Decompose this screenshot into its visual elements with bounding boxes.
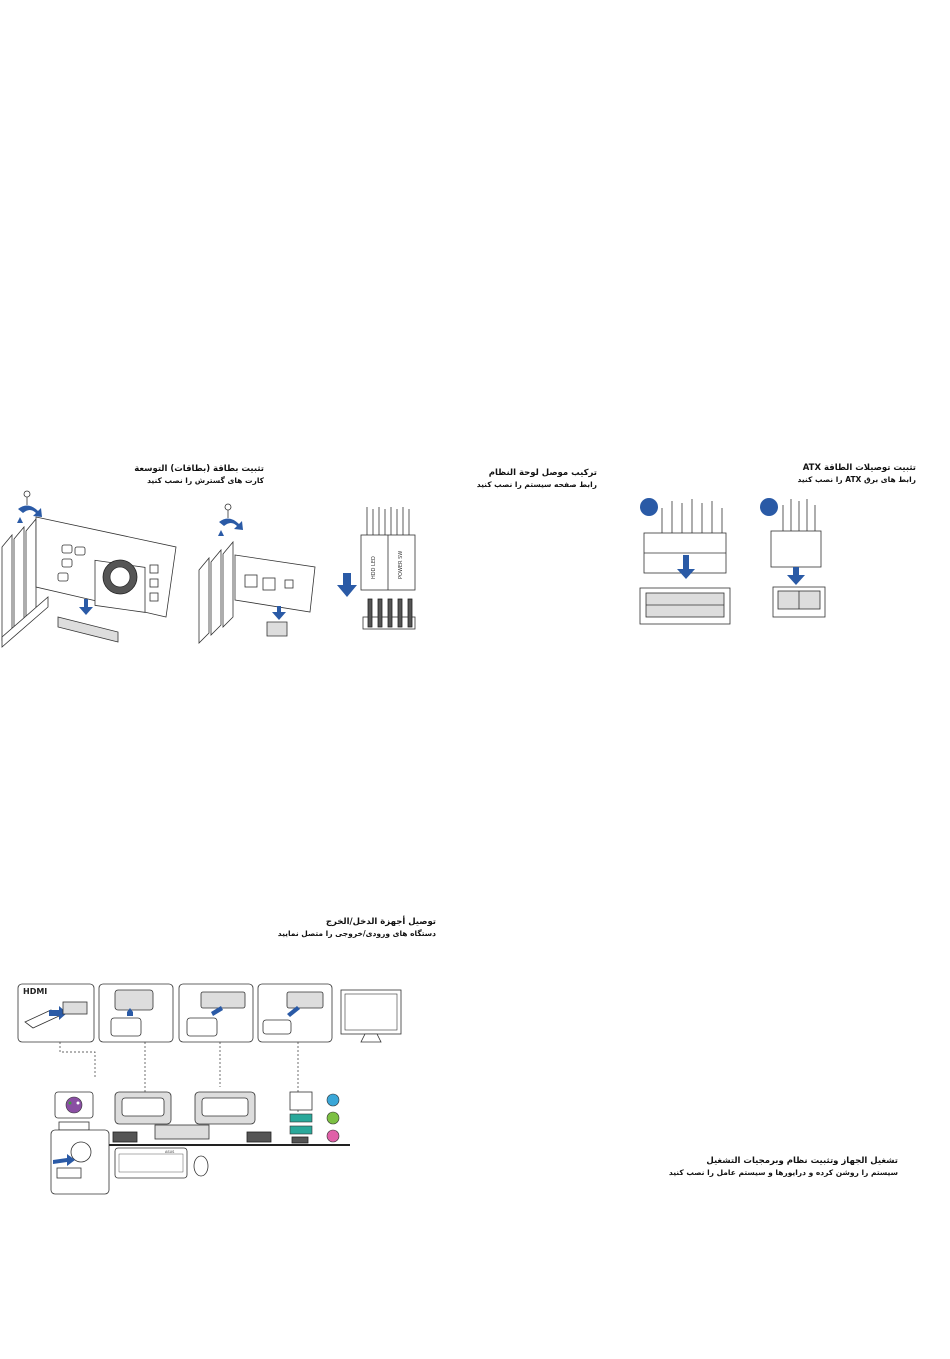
rotate-arrow-icon bbox=[219, 518, 243, 530]
atx-8pin-socket bbox=[772, 586, 826, 618]
chassis-slots bbox=[198, 540, 234, 644]
pin-header bbox=[362, 598, 416, 630]
right-arrow-icon bbox=[53, 1154, 75, 1166]
expansion-card-subtitle: کارت های گسترش را نصب کنید bbox=[147, 476, 264, 485]
rotate-arrow-icon bbox=[18, 505, 42, 517]
monitor-icon bbox=[340, 989, 402, 1043]
insert-arrow-icon bbox=[272, 606, 286, 620]
step-1-badge bbox=[640, 498, 658, 516]
rear-io-panel bbox=[51, 1091, 350, 1146]
usb-port bbox=[58, 1121, 90, 1131]
atx-24pin-illustration bbox=[639, 498, 731, 625]
expansion-card-title: تثبيت بطاقة (بطاقات) التوسعة bbox=[134, 464, 264, 474]
audio-mic-in bbox=[326, 1129, 340, 1143]
atx-8pin-illustration bbox=[760, 498, 826, 618]
mouse-icon bbox=[193, 1155, 209, 1177]
atx-power-header: تثبيت توصيلات الطاقة ATX رابط های برق AT… bbox=[798, 462, 916, 486]
graphics-card bbox=[35, 516, 177, 618]
hdmi-logo: HDMI bbox=[23, 987, 47, 996]
hdmi-port bbox=[112, 1131, 138, 1143]
lan-port bbox=[289, 1091, 313, 1111]
right-arrow-icon bbox=[49, 1006, 67, 1020]
audio-line-in bbox=[326, 1093, 340, 1107]
io-devices-illustration: HDMI bbox=[17, 983, 402, 1195]
system-panel-header: تركيب موصل لوحة النظام رابط صفحه سیستم ر… bbox=[477, 467, 597, 491]
small-card-illustration bbox=[198, 503, 316, 644]
system-panel-title: تركيب موصل لوحة النظام bbox=[488, 468, 597, 478]
io-devices-header: توصيل أجهزة الدخل/الخرج دستگاه های ورودی… bbox=[278, 916, 436, 940]
panel-label-left: HDD LED bbox=[371, 556, 377, 579]
io-devices-subtitle: دستگاه های ورودی/خروجی را متصل نمایید bbox=[277, 929, 436, 938]
down-arrow-icon bbox=[337, 573, 357, 597]
down-arrow-icon bbox=[787, 567, 805, 585]
pcie-slot bbox=[57, 616, 119, 643]
right-arrow-icon bbox=[211, 1006, 223, 1016]
up-arrow-icon bbox=[127, 1008, 133, 1016]
atx-power-title: تثبيت توصيلات الطاقة ATX bbox=[802, 463, 916, 473]
down-arrow-icon bbox=[677, 555, 695, 579]
power-on-title: تشغيل الجهاز وتثبيت نظام وبرمجيات التشغي… bbox=[706, 1156, 898, 1166]
usb3-port bbox=[289, 1113, 313, 1123]
step-2-badge bbox=[760, 498, 778, 516]
ps2-port bbox=[65, 1096, 83, 1114]
system-panel-subtitle: رابط صفحه سیستم را نصب کنید bbox=[476, 480, 597, 489]
atx-8pin-plug bbox=[770, 499, 822, 568]
chassis-slots bbox=[1, 517, 49, 648]
atx-24pin-socket bbox=[639, 587, 731, 625]
atx-power-subtitle: رابط های برق ATX را نصب کنید bbox=[797, 475, 916, 484]
insert-arrow-icon bbox=[79, 599, 93, 615]
power-on-header: تشغيل الجهاز وتثبيت نظام وبرمجيات التشغي… bbox=[669, 1155, 898, 1179]
screw-icon bbox=[23, 490, 31, 505]
pcie-x1-slot bbox=[266, 621, 288, 637]
panel-label-right: POWER SW bbox=[398, 551, 404, 579]
displayport-port bbox=[246, 1131, 272, 1143]
expansion-card-header: تثبيت بطاقة (بطاقات) التوسعة کارت های گس… bbox=[134, 463, 264, 487]
power-on-subtitle: سیستم را روشن کرده و درایورها و سیستم عا… bbox=[668, 1168, 898, 1177]
keyboard-brand: ASUS bbox=[165, 1150, 175, 1154]
panel-cable bbox=[366, 507, 410, 537]
audio-line-out bbox=[326, 1111, 340, 1125]
graphics-card-illustration bbox=[1, 490, 177, 648]
io-devices-title: توصيل أجهزة الدخل/الخرج bbox=[325, 917, 436, 927]
right-arrow-icon bbox=[287, 1006, 300, 1017]
dvi-d-port bbox=[154, 1124, 210, 1140]
keyboard-icon bbox=[114, 1147, 188, 1179]
system-panel-illustration: HDD LED POWER SW bbox=[337, 507, 416, 630]
screw-icon bbox=[224, 503, 232, 518]
usb3-port bbox=[289, 1125, 313, 1135]
usbc-port bbox=[291, 1136, 309, 1144]
